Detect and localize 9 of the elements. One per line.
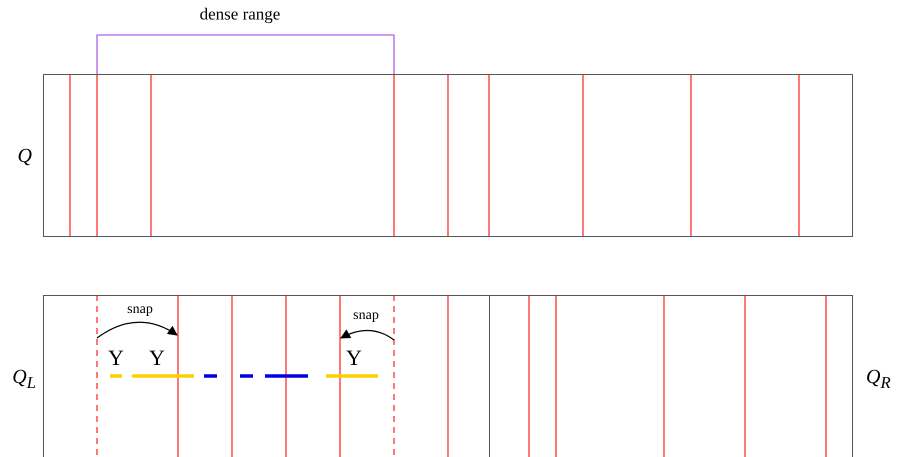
range-annotation: dense range bbox=[200, 6, 280, 22]
arrow-label: snap bbox=[127, 303, 153, 317]
panel-label: Q$_{L}$ bbox=[12, 366, 36, 392]
item-label: Y bbox=[149, 347, 165, 369]
panel-label: Q$_{R}$ bbox=[866, 366, 891, 392]
arrow-label: snap bbox=[353, 309, 379, 323]
panel-label: Q bbox=[18, 146, 32, 166]
item-label: Y bbox=[108, 347, 124, 369]
item-label: Y bbox=[346, 347, 362, 369]
